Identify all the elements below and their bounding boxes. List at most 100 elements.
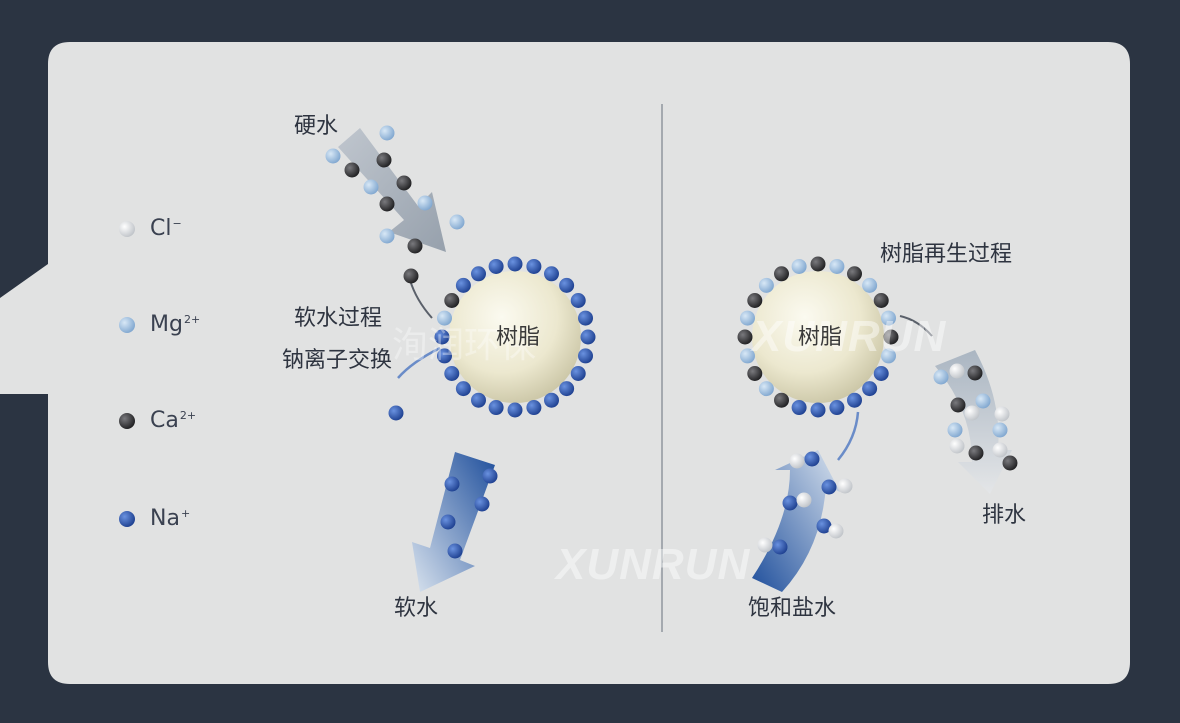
na-ion: [471, 266, 486, 282]
watermark-brand-cn: 洵润环保: [392, 325, 537, 366]
na-ion: [570, 366, 586, 381]
na-ion: [821, 479, 837, 495]
ca-ion: [737, 329, 753, 345]
na-ion: [816, 518, 832, 534]
cl-ion: [949, 438, 965, 454]
ca-ion: [873, 293, 889, 308]
na-ion: [578, 310, 594, 326]
na-ion: [782, 495, 798, 511]
mg-ion: [739, 348, 755, 364]
ca-ion: [967, 365, 983, 381]
na-ion: [488, 400, 504, 416]
ca-ion: [444, 293, 460, 308]
na-ion: [873, 366, 889, 381]
na-ion: [559, 381, 575, 397]
ca-ion: [379, 196, 395, 212]
na-ion: [559, 277, 575, 293]
mg-ion: [992, 422, 1008, 438]
ca-ion: [950, 397, 966, 413]
mg-ion: [449, 214, 465, 230]
mg-ion: [881, 348, 897, 364]
resin-bead-regeneration: [752, 271, 884, 403]
ion-group: [325, 125, 1018, 559]
regeneration-connector: [837, 411, 860, 461]
cl-ion: [789, 453, 805, 469]
resin-bead-softening: [449, 271, 581, 403]
cl-ion-icon: [119, 220, 135, 237]
na-ion: [474, 496, 490, 512]
mg-ion: [862, 277, 878, 293]
na-ion: [570, 293, 586, 308]
watermark-brand: XUNRUN: [752, 312, 947, 361]
resin-label: 树脂: [798, 325, 843, 350]
na-ion: [580, 329, 596, 345]
na-ion: [507, 256, 523, 272]
mg-ion: [933, 369, 949, 385]
mg-ion: [379, 228, 395, 244]
na-ion: [447, 543, 463, 559]
na-ion: [436, 348, 452, 364]
legend-label: Ca2+: [150, 408, 197, 433]
mg-ion: [417, 195, 433, 211]
legend-label: Mg2+: [150, 312, 201, 337]
na-ion: [847, 392, 862, 408]
mg-ion: [739, 310, 755, 326]
mg-ion: [975, 393, 991, 409]
cl-ion: [949, 363, 965, 379]
na-ion: [862, 381, 878, 397]
ca-ion: [344, 162, 360, 178]
drain-label: 排水: [982, 503, 1027, 528]
ca-ion: [747, 366, 763, 381]
cl-ion: [796, 492, 812, 508]
ca-ion: [883, 329, 899, 345]
legend-label: Cl−: [150, 216, 182, 241]
mg-ion: [791, 258, 807, 274]
cl-ion: [992, 442, 1008, 458]
legend-item-cl: Cl−: [118, 216, 182, 241]
na-ion: [804, 451, 820, 467]
soft-water-label: 软水: [394, 596, 439, 621]
na-ion: [444, 476, 460, 492]
na-ion-icon: [119, 510, 135, 527]
hard-water-arrow: [338, 128, 446, 252]
legend-label: Na+: [150, 506, 191, 531]
ca-ion: [847, 266, 862, 282]
ca-ion: [774, 266, 789, 282]
cl-ion: [994, 406, 1010, 422]
exchange-connector: [397, 346, 441, 379]
mg-ion: [325, 148, 341, 164]
cl-ion: [757, 537, 773, 553]
ca-ion: [1002, 455, 1018, 471]
na-ion: [829, 400, 845, 416]
na-ion: [471, 392, 486, 408]
regeneration-process-title: 树脂再生过程: [880, 242, 1013, 267]
legend-item-ca: Ca2+: [118, 408, 196, 433]
mg-ion: [829, 258, 845, 274]
na-ion: [772, 539, 788, 555]
ca-ion: [774, 392, 789, 408]
legend-item-na: Na+: [118, 506, 190, 531]
regeneration-connector: [899, 315, 933, 337]
na-ion: [578, 348, 594, 364]
ca-ion: [403, 268, 419, 284]
legend-item-mg: Mg2+: [118, 312, 200, 337]
mg-ion-icon: [119, 316, 135, 333]
brine-arrow: [752, 450, 840, 592]
na-ion: [488, 258, 504, 274]
drain-arrow: [935, 350, 1012, 494]
na-ion: [507, 402, 523, 418]
softening-process-title: 软水过程: [294, 306, 383, 331]
ca-ion: [747, 293, 763, 308]
na-ion: [455, 381, 471, 397]
cl-ion: [828, 523, 844, 539]
ca-ion: [810, 256, 826, 272]
watermark-brand: XUNRUN: [556, 540, 751, 589]
mg-ion: [363, 179, 379, 195]
mg-ion: [881, 310, 897, 326]
resin-label: 树脂: [496, 325, 541, 350]
brine-label: 饱和盐水: [748, 596, 837, 621]
ca-ion: [968, 445, 984, 461]
mg-ion: [758, 277, 774, 293]
